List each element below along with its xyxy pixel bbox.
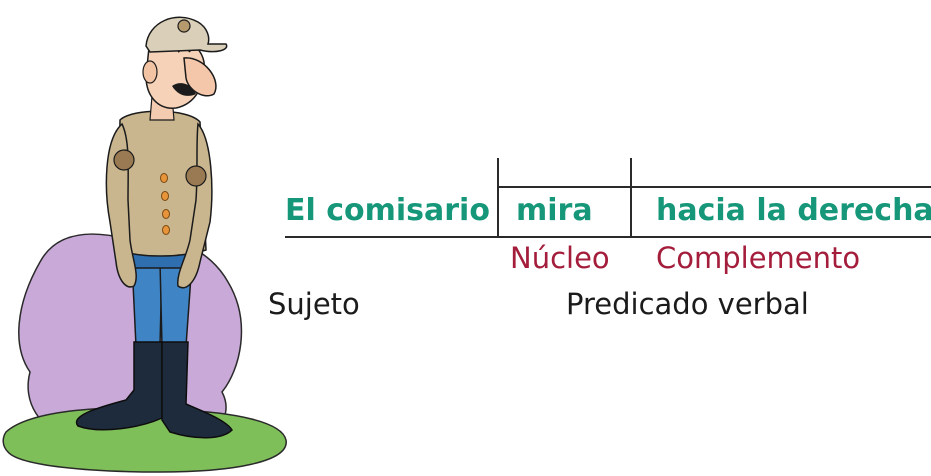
subject-predicate-divider	[497, 158, 499, 236]
left-boot	[75, 341, 163, 431]
commissioner-illustration	[2, 16, 287, 473]
sentence-complement: hacia la derecha.	[656, 193, 931, 228]
moustache	[172, 83, 196, 96]
shoulder-patch-left	[113, 149, 135, 171]
left-arm	[105, 122, 137, 288]
sentence-verb: mira	[516, 193, 593, 228]
right-boot	[161, 341, 233, 439]
subject-label: Sujeto	[268, 287, 360, 321]
sentence-subject: El comisario	[285, 193, 490, 228]
complement-label: Complemento	[656, 241, 861, 275]
cap-badge	[177, 19, 191, 33]
shirt	[117, 110, 207, 257]
predicate-label: Predicado verbal	[566, 287, 809, 321]
shoulder-patch-right	[185, 165, 207, 187]
sentence-baseline	[285, 236, 931, 238]
nucleus-label: Núcleo	[510, 241, 610, 275]
shirt-buttons	[160, 173, 170, 235]
ear	[142, 60, 158, 84]
nose	[183, 57, 217, 97]
cap	[145, 16, 228, 53]
predicate-top-line	[497, 186, 931, 188]
nucleus-complement-divider	[630, 158, 632, 236]
